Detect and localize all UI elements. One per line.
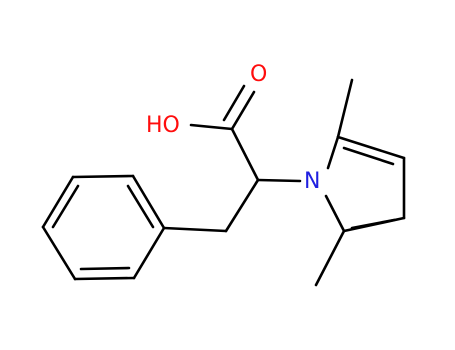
- hydroxyl-label: HO: [146, 113, 180, 138]
- methyl-bottom: [314, 229, 346, 287]
- pyrrole-ring: [324, 135, 406, 233]
- bond-carbonyl-to-alpha: [230, 127, 260, 182]
- bond-alpha-to-ch2: [224, 178, 260, 233]
- phenyl-ring: [41, 174, 166, 281]
- bond-alpha-to-nitrogen: [256, 178, 302, 183]
- bond-ch2-to-phenyl: [162, 226, 228, 233]
- nitrogen-label: N: [304, 169, 320, 194]
- methyl-top: [336, 78, 354, 139]
- bond-oh-carbonyl-carbon: [189, 123, 234, 131]
- carbonyl-oxygen-label: O: [250, 62, 267, 87]
- bond-carbonyl-double-1: [230, 90, 256, 131]
- bond-carbonyl-double-2: [222, 84, 246, 122]
